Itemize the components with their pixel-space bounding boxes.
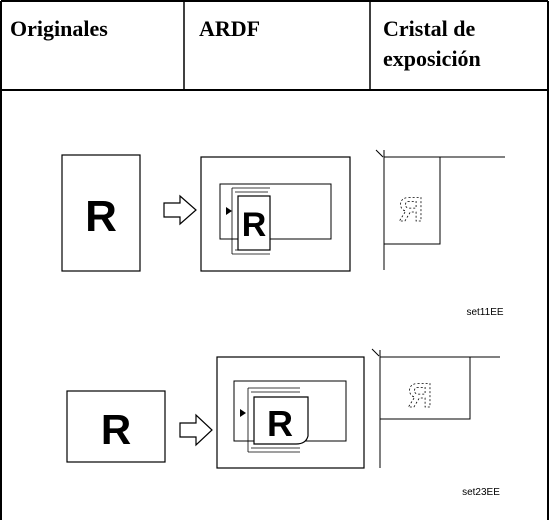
- corner-mark-icon: [375, 149, 384, 158]
- feed-direction-icon: [226, 207, 232, 215]
- header-ardf: ARDF: [199, 16, 261, 41]
- glass-landscape-letter: R: [408, 377, 433, 415]
- figure-code-1: set11EE: [466, 307, 503, 318]
- ardf-document: [253, 396, 309, 445]
- arrow-right-icon: [179, 413, 213, 447]
- header-originales: Originales: [10, 16, 108, 41]
- corner-mark-icon: [371, 348, 380, 357]
- ardf-landscape-letter: R: [267, 403, 293, 444]
- header-cristal-line2: exposición: [383, 46, 481, 71]
- glass-document-landscape: [379, 356, 471, 420]
- header-cristal-line1: Cristal de: [383, 16, 476, 41]
- ardf-portrait-letter: R: [242, 206, 267, 244]
- figure-code-2: set23EE: [462, 487, 500, 498]
- ardf-guide: [247, 387, 300, 453]
- ardf-document: [237, 195, 271, 251]
- original-portrait-letter: R: [85, 192, 117, 241]
- ardf-guide: [231, 187, 270, 255]
- original-landscape-sheet: [66, 390, 166, 463]
- feed-direction-icon: [240, 409, 246, 417]
- original-landscape-letter: R: [101, 406, 131, 453]
- arrow-right-icon: [163, 194, 197, 226]
- glass-document-portrait: [383, 156, 441, 245]
- glass-portrait-letter: R: [399, 191, 424, 229]
- original-portrait-sheet: [61, 154, 141, 272]
